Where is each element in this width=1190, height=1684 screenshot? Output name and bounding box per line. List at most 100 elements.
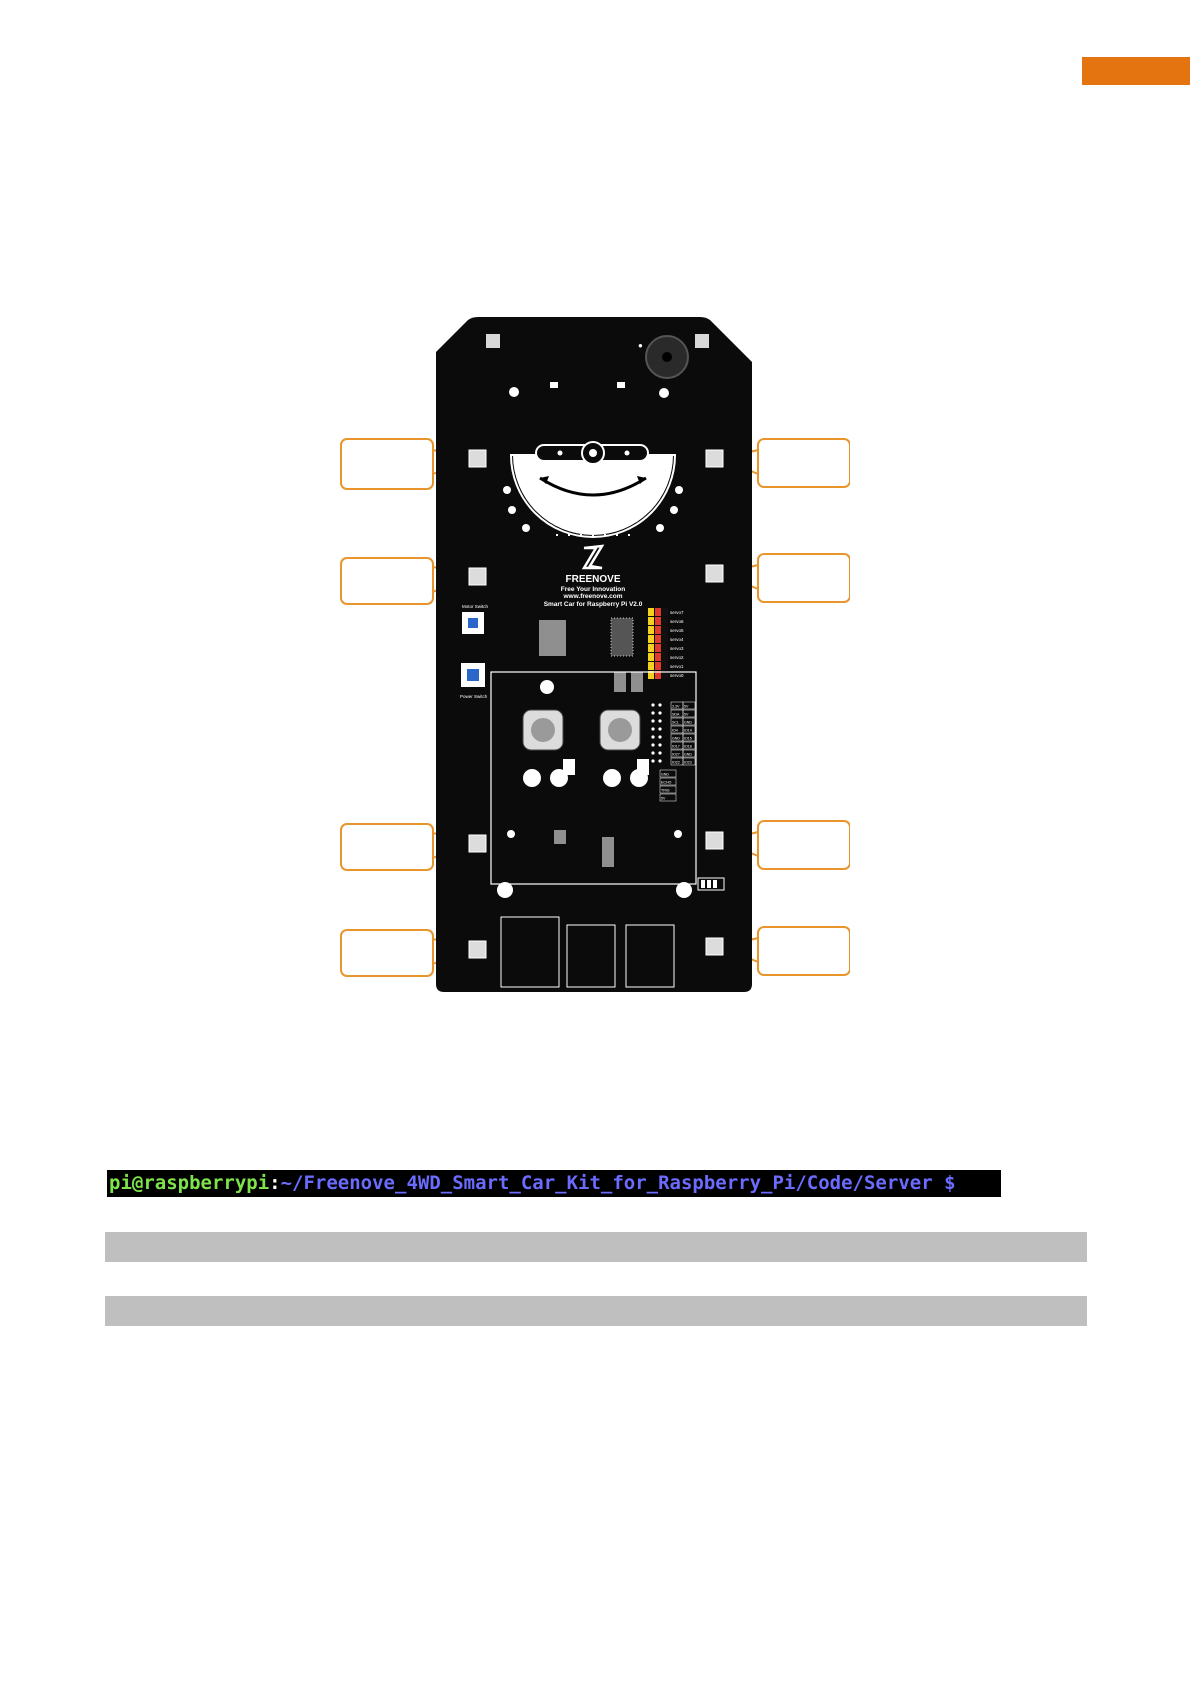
svg-text:Smart Car for Raspberry Pi V2.: Smart Car for Raspberry Pi V2.0 (544, 601, 643, 608)
servo-pin (648, 617, 654, 625)
header-pin (651, 703, 655, 707)
callout-box-left-2 (340, 557, 434, 605)
servo-label: servo2 (670, 655, 684, 660)
pcb-board-figure: ● FREENOVE Free Your Innovation www.free… (340, 312, 850, 997)
servo-label: servo4 (670, 637, 684, 642)
header-pin (651, 751, 655, 755)
power-module (490, 671, 697, 885)
header-pin-label: IO22 (672, 761, 680, 765)
callout-box-right-3 (757, 820, 850, 870)
servo-pin (655, 608, 661, 616)
servo-pin (662, 653, 668, 661)
callout-box-right-1 (757, 438, 850, 488)
header-pin (658, 719, 662, 723)
header-pin-box (682, 725, 696, 734)
header-pin-label: IO27 (672, 753, 680, 757)
terminal-separator: : (269, 1172, 281, 1194)
led-pad-left-3 (468, 834, 487, 853)
header-pin-box (682, 709, 696, 718)
header-pin (658, 735, 662, 739)
header-pin-label: 3.3V (672, 705, 680, 709)
servo-pin (655, 671, 661, 679)
callout-box-left-4 (340, 929, 434, 977)
callout-box-right-4 (757, 926, 850, 976)
svg-text:Motor Switch: Motor Switch (462, 604, 489, 609)
header-pin-label: IO17 (672, 745, 680, 749)
header-pin-box (682, 749, 696, 758)
callout-box-left-1 (340, 438, 434, 490)
servo-pin (655, 617, 661, 625)
servo-label: servo1 (670, 664, 684, 669)
ultrasonic-pin-label: 5V (661, 797, 666, 801)
header-pin-label: SCL (672, 721, 679, 725)
ultrasonic-pin-label: GND (661, 773, 669, 777)
servo-pin (655, 653, 661, 661)
header-pin (651, 727, 655, 731)
servo-pin (655, 662, 661, 670)
servo-pin (662, 662, 668, 670)
callout-box-right-2 (757, 553, 850, 603)
servo-pin (662, 644, 668, 652)
header-pin (651, 759, 655, 763)
servo-label: servo3 (670, 646, 684, 651)
command-bar-2 (105, 1296, 1087, 1326)
servo-pin (648, 662, 654, 670)
servo-pin (662, 635, 668, 643)
servo-pin (662, 626, 668, 634)
header-pin (658, 751, 662, 755)
servo-pin (648, 635, 654, 643)
led-pad-right-3 (705, 831, 724, 850)
svg-text:Free Your Innovation: Free Your Innovation (561, 586, 625, 593)
terminal-path: ~/Freenove_4WD_Smart_Car_Kit_for_Raspber… (280, 1172, 933, 1194)
led-pad-right-4 (705, 937, 724, 956)
servo-pin (662, 617, 668, 625)
led-pad-left-4 (468, 940, 487, 959)
servo-pin (662, 671, 668, 679)
header-pin-box (682, 701, 696, 710)
svg-text:●: ● (638, 341, 643, 350)
header-pin (651, 743, 655, 747)
ultrasonic-pin-box (659, 793, 677, 802)
servo-pin (648, 644, 654, 652)
header-pin-label: SDA (672, 713, 680, 717)
header-pin-box (682, 741, 696, 750)
header-pin-label: GND (684, 721, 692, 725)
svg-text:Power Switch: Power Switch (460, 694, 488, 699)
header-pin-label: 5V (684, 713, 689, 717)
header-pin-label: IO23 (684, 761, 692, 765)
ultrasonic-pin-label: ECHO (661, 781, 672, 785)
servo-label: servo6 (670, 619, 684, 624)
header-pin-box (682, 717, 696, 726)
pcb-body (436, 317, 752, 992)
svg-text:www.freenove.com: www.freenove.com (563, 593, 623, 600)
ultrasonic-pin-label: TRIG (661, 789, 670, 793)
header-pin-label: GND (684, 753, 692, 757)
servo-pin (655, 644, 661, 652)
header-pin (651, 711, 655, 715)
header-pin-label: 5V (684, 705, 689, 709)
servo-label: servo0 (670, 673, 684, 678)
header-pin (651, 719, 655, 723)
header-pin-label: IO15 (684, 737, 692, 741)
servo-label: servo7 (670, 610, 684, 615)
header-pin-label: IO4 (672, 729, 678, 733)
header-pin-box (682, 733, 696, 742)
terminal-prompt-symbol: $ (932, 1172, 956, 1194)
header-pin-label: GND (672, 737, 680, 741)
chapter-tab-marker (1082, 57, 1190, 85)
servo-pin (655, 626, 661, 634)
ultrasonic-pin-box (659, 769, 677, 778)
servo-pin (662, 608, 668, 616)
ultrasonic-pin-box (659, 777, 677, 786)
header-pin-label: IO14 (684, 729, 692, 733)
header-pin-label: IO18 (684, 745, 692, 749)
led-pad-left-2 (468, 567, 487, 586)
header-pin-box (682, 757, 696, 766)
callout-box-left-3 (340, 823, 434, 871)
terminal-prompt: pi@raspberrypi:~/Freenove_4WD_Smart_Car_… (107, 1170, 1001, 1197)
servo-label: servo5 (670, 628, 684, 633)
header-pin (658, 711, 662, 715)
freenove-logo (581, 544, 605, 570)
header-pin (658, 743, 662, 747)
terminal-user: pi@raspberrypi (109, 1172, 270, 1194)
